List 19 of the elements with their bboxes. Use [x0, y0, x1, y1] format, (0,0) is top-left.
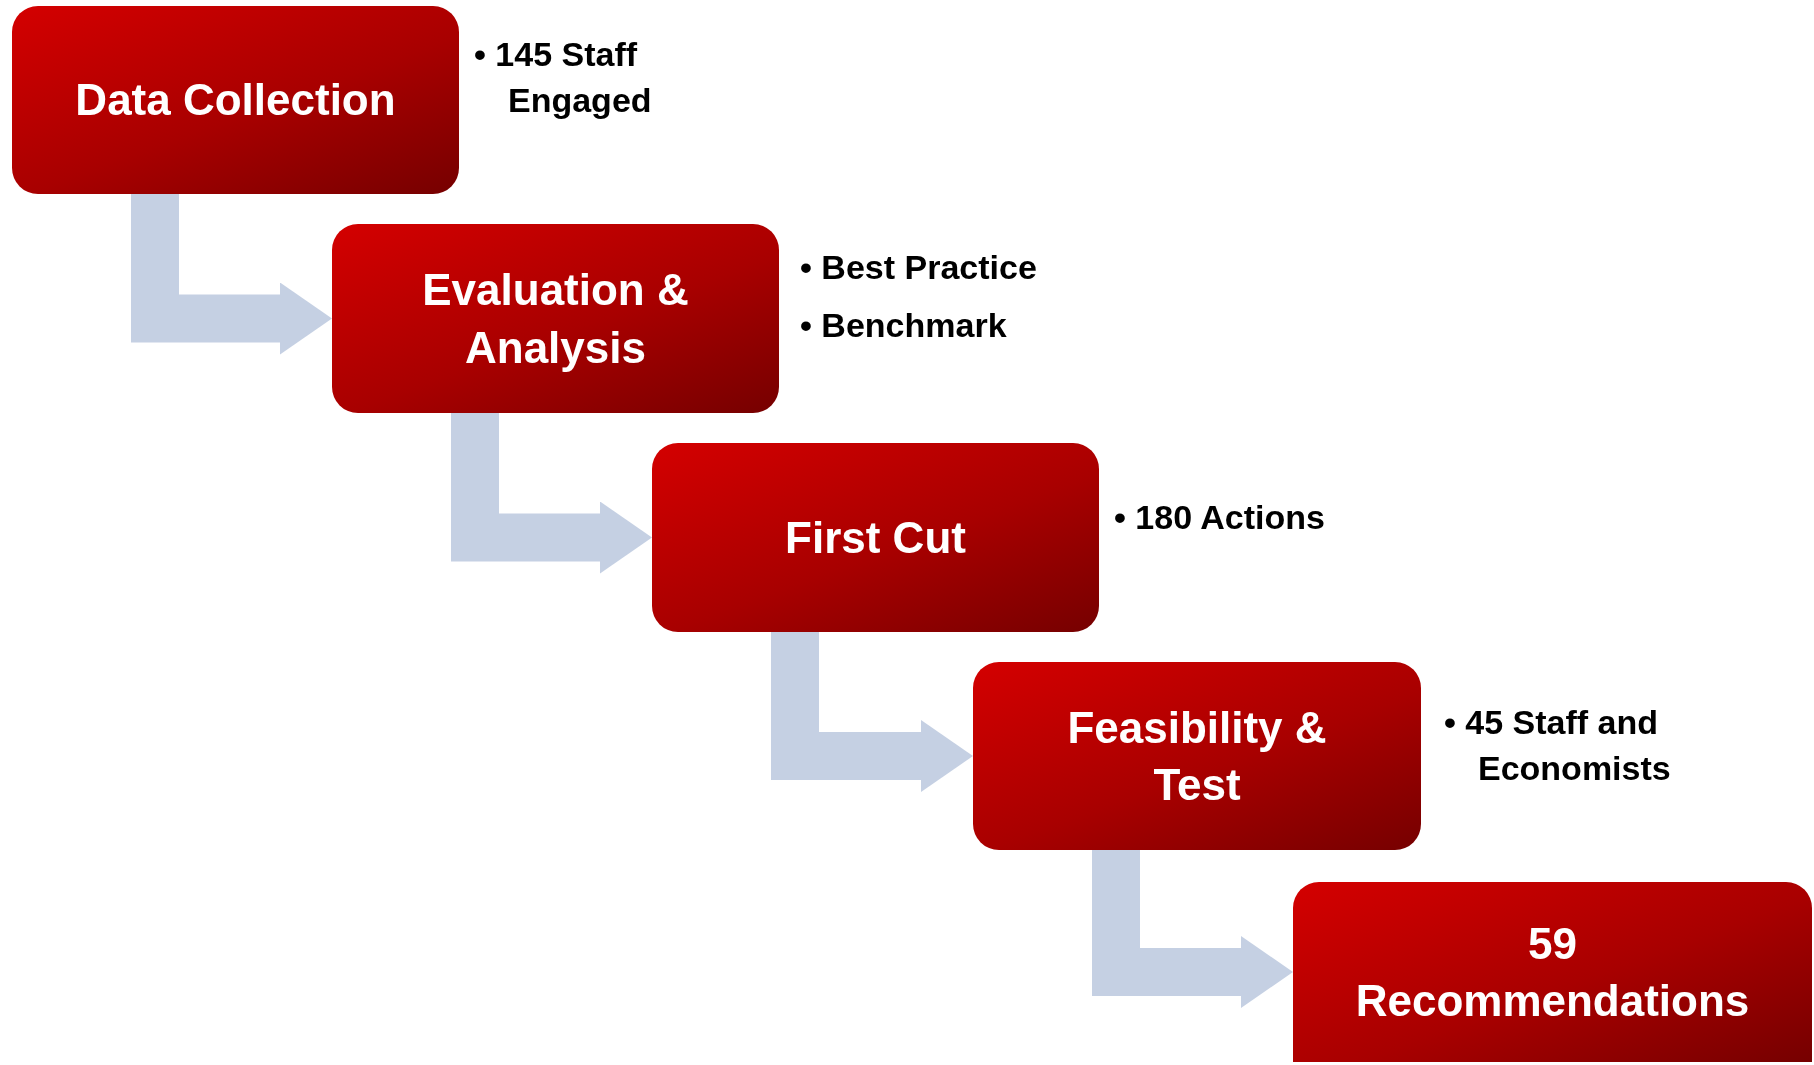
process-box: [12, 6, 459, 194]
step-title: Evaluation & Analysis: [421, 264, 690, 374]
step-title: Data Collection: [75, 74, 396, 127]
bullet-point: • 45 Staff and Economists: [1444, 702, 1672, 789]
process-box: [652, 443, 1099, 632]
step-title: First Cut: [785, 511, 966, 564]
process-box: [973, 662, 1421, 850]
step-title: Feasibility & Test: [1066, 701, 1328, 811]
process-box: [1293, 882, 1812, 1062]
bent-arrow: [131, 194, 332, 355]
bent-arrow: [451, 413, 652, 574]
bullet-point: • Best Practice: [800, 247, 1038, 288]
step-title: 59 Recommendations: [1354, 917, 1751, 1027]
bent-arrow: [771, 632, 973, 792]
process-box: [332, 224, 779, 413]
bent-arrow: [1092, 850, 1293, 1008]
bullet-point: • Benchmark: [800, 304, 1008, 346]
bullet-point: • 180 Actions: [1114, 497, 1326, 538]
bullet-point: • 145 Staff Engaged: [474, 34, 653, 121]
